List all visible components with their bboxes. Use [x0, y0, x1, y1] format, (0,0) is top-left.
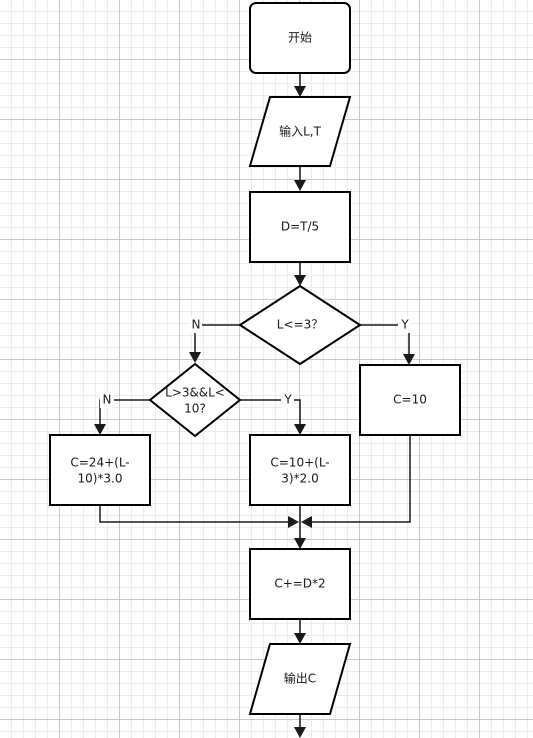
- arrowhead: [403, 354, 415, 365]
- edge-label-l3-no: N: [192, 318, 201, 332]
- node-decision-range[interactable]: L>3&&L< 10?: [148, 362, 242, 438]
- arrowhead: [294, 180, 306, 191]
- node-decision-range-line2: 10?: [184, 402, 206, 416]
- node-input[interactable]: 输入L,T: [248, 96, 352, 167]
- node-start-label: 开始: [288, 31, 312, 45]
- node-input-label: 输入L,T: [279, 124, 322, 139]
- arrowhead: [294, 275, 306, 286]
- node-compute-d[interactable]: D=T/5: [249, 191, 351, 263]
- node-decision-l3-label: L<=3？: [277, 318, 323, 332]
- node-start[interactable]: 开始: [249, 2, 351, 74]
- arrowhead: [288, 516, 299, 528]
- node-output[interactable]: 输出C: [248, 643, 352, 715]
- node-update-c[interactable]: C+=D*2: [249, 548, 351, 620]
- edge-label-l3-yes: Y: [400, 318, 409, 332]
- edge-label-range-no: N: [103, 393, 112, 407]
- node-formula-n-line1: C=24+(L-: [70, 456, 129, 470]
- edges: [94, 73, 415, 738]
- node-formula-y-line1: C=10+(L-: [270, 456, 329, 470]
- edge-range-yes: [240, 399, 301, 424]
- label-backing: [100, 392, 114, 408]
- arrowhead: [301, 516, 312, 528]
- label-backing: [189, 317, 202, 333]
- node-formula-n[interactable]: C=24+(L- 10)*3.0: [49, 434, 151, 506]
- node-decision-l3[interactable]: L<=3？: [238, 284, 362, 366]
- node-output-label: 输出C: [284, 671, 316, 686]
- arrowhead: [94, 424, 106, 435]
- node-update-c-label: C+=D*2: [274, 577, 325, 591]
- node-decision-range-line1: L>3&&L<: [165, 386, 225, 400]
- node-formula-y-line2: 3)*2.0: [281, 472, 318, 486]
- arrowhead: [294, 727, 306, 738]
- edge-label-range-yes: Y: [283, 393, 292, 407]
- label-backing: [398, 317, 411, 333]
- edge-formula-n-merge: [99, 504, 288, 523]
- node-compute-d-label: D=T/5: [281, 220, 319, 234]
- arrowhead: [294, 424, 306, 435]
- arrowhead: [294, 538, 306, 549]
- node-formula-n-line2: 10)*3.0: [77, 472, 122, 486]
- node-formula-y[interactable]: C=10+(L- 3)*2.0: [249, 434, 351, 506]
- node-assign-c10-label: C=10: [393, 393, 427, 407]
- node-assign-c10[interactable]: C=10: [359, 364, 461, 436]
- arrowhead: [294, 86, 306, 97]
- label-backing: [281, 392, 294, 408]
- edge-assign-merge: [312, 435, 411, 523]
- arrowhead: [294, 633, 306, 644]
- arrowhead: [189, 352, 201, 363]
